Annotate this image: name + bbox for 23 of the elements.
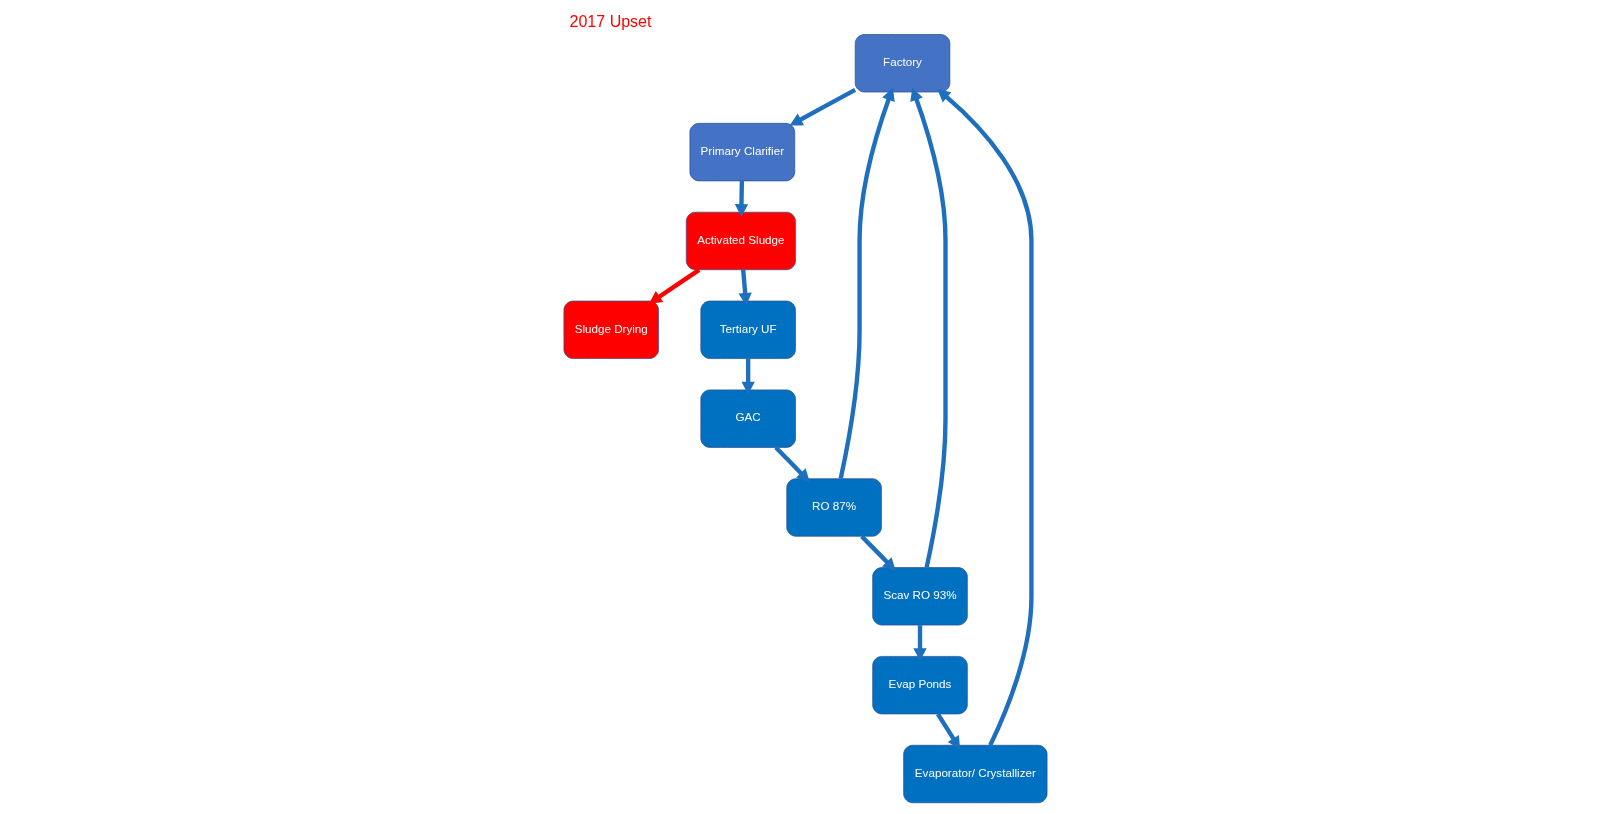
arrow — [912, 625, 927, 662]
node-box: Tertiary UF — [699, 300, 796, 359]
node-box: Factory — [854, 34, 950, 93]
arrow — [734, 180, 748, 217]
node-box: GAC — [699, 389, 796, 448]
node-box: Scav RO 93% — [871, 567, 968, 626]
arrow — [740, 358, 755, 395]
arrow — [773, 446, 810, 483]
node-box: RO 87% — [785, 478, 882, 537]
node-box: Evap Ponds — [871, 656, 968, 715]
arrow — [935, 712, 960, 750]
arrow — [859, 534, 896, 571]
node-box: Sludge Drying — [563, 300, 659, 359]
arrow — [789, 87, 856, 126]
arrow — [909, 87, 948, 568]
arrow — [738, 269, 752, 306]
diagram-title: 2017 Upset — [569, 11, 651, 30]
arrow — [936, 89, 1034, 747]
node-box: Primary Clarifier — [689, 123, 795, 182]
arrow — [648, 268, 700, 304]
node-box: Activated Sludge — [685, 211, 796, 271]
node-box: Evaporator/ Crystallizer — [902, 744, 1047, 804]
arrow — [838, 87, 895, 479]
